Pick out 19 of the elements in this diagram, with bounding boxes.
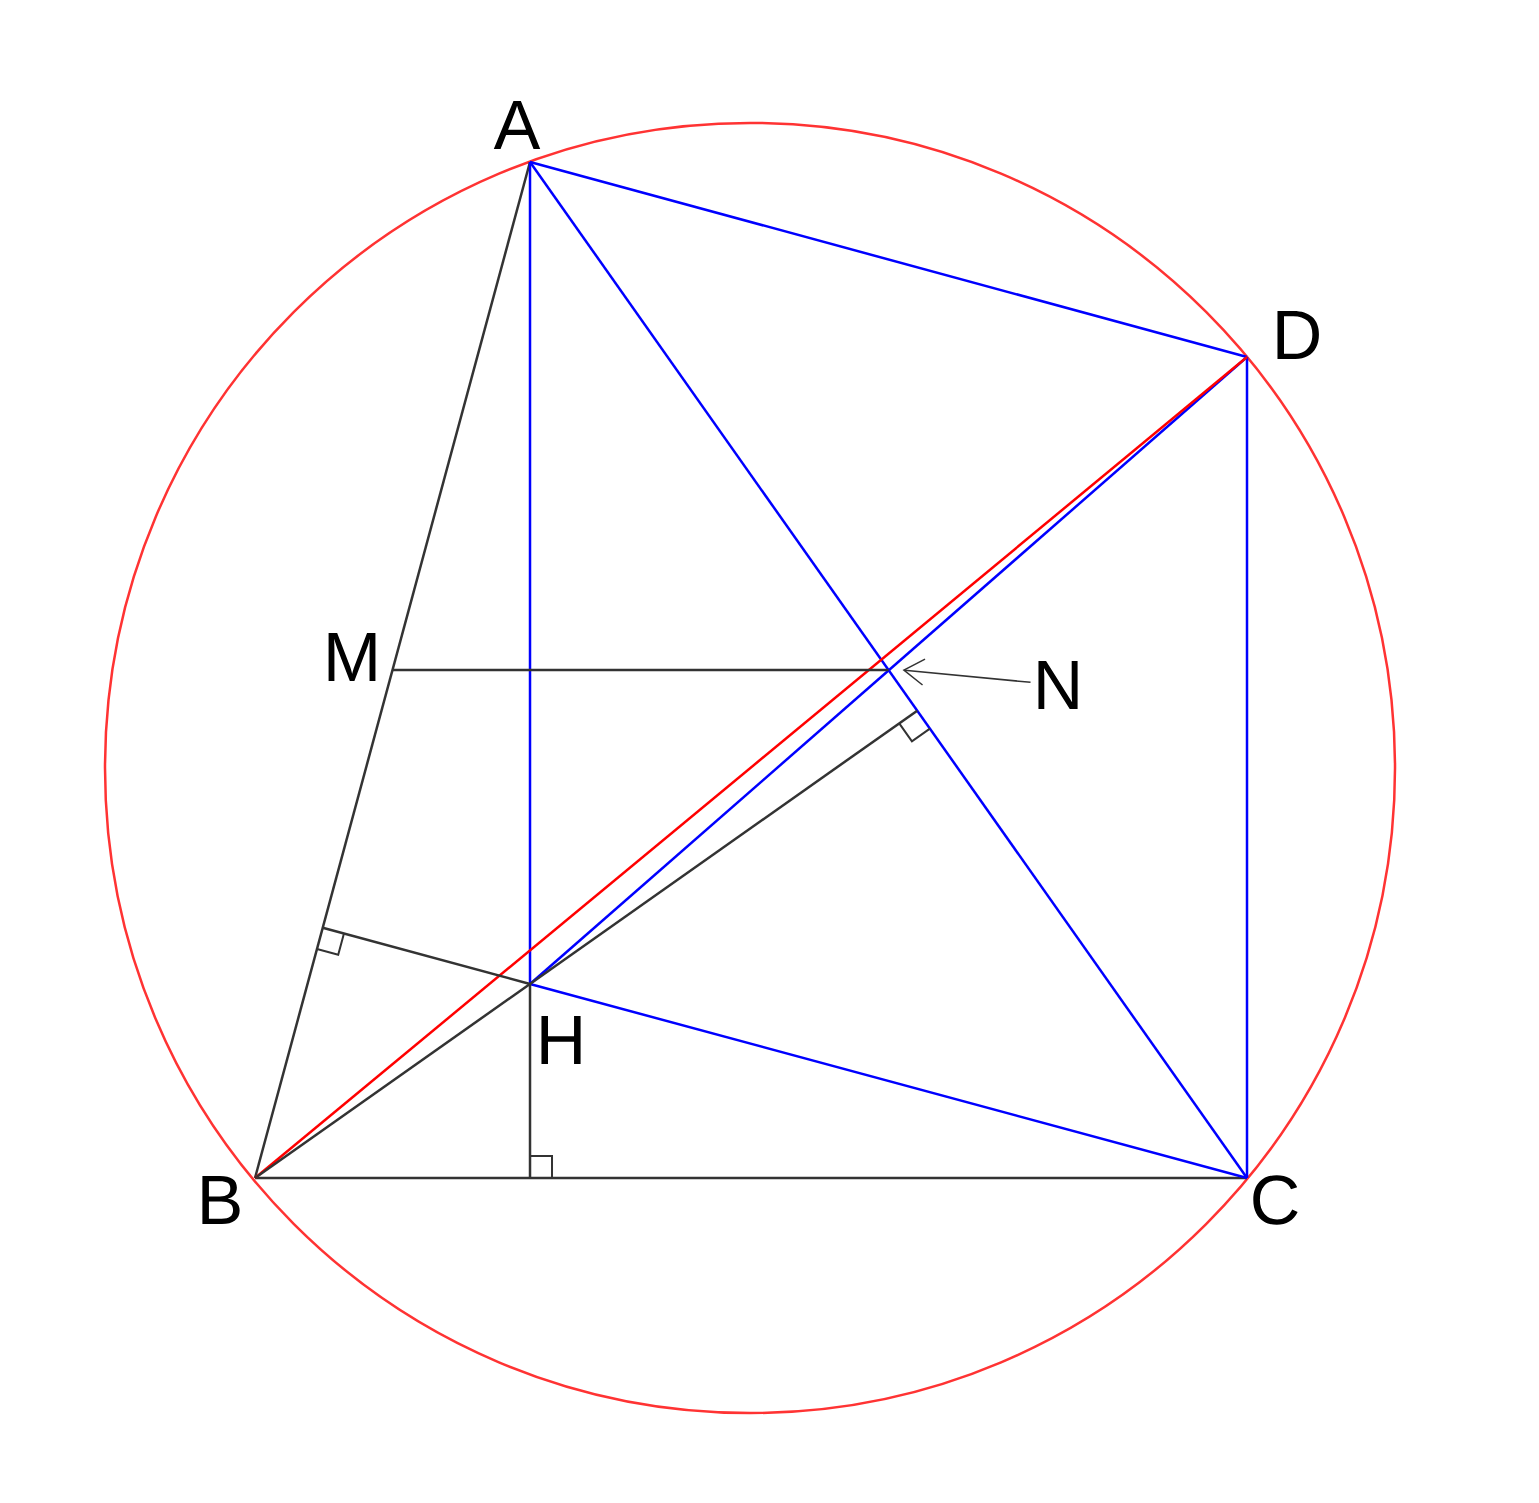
line-segment (1245, 357, 1249, 1178)
line-segment (322, 926, 531, 986)
line-segment (255, 1176, 1247, 1180)
line-segment (253, 161, 532, 1179)
line-segment (529, 982, 1248, 1180)
line-segment (529, 161, 1249, 1179)
line-segment (528, 984, 553, 1179)
line-segment (392, 668, 889, 672)
point-label: N (1038, 660, 1078, 710)
point-label: B (202, 1175, 240, 1225)
point-label: A (493, 100, 541, 150)
leader-line (902, 658, 1032, 686)
point-label: H (541, 1015, 581, 1065)
line-segment (529, 160, 1248, 359)
point-label: C (1253, 1175, 1298, 1225)
line-segment (254, 709, 931, 1179)
point-label: M (328, 632, 376, 682)
point-label: D (1277, 310, 1319, 360)
line-segment (528, 162, 532, 984)
